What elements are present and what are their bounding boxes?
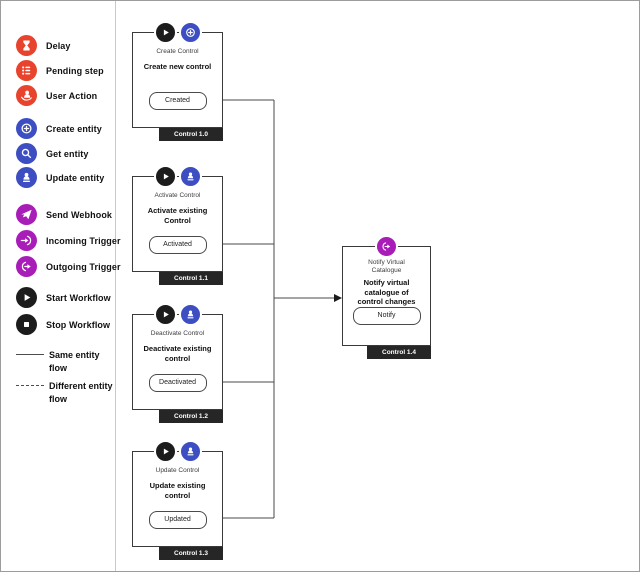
legend-label: Different entity flow: [49, 381, 113, 404]
node-state-button[interactable]: Notify: [352, 307, 421, 325]
node-name: Update Control: [155, 467, 200, 474]
legend-item-user-action: User Action: [16, 85, 97, 106]
legend-item-different-entity-flow: Different entity flow: [16, 380, 113, 406]
send-webhook-icon: [16, 204, 37, 225]
start-workflow-icon: [153, 303, 177, 326]
update-entity-icon: [178, 440, 202, 463]
create-entity-icon: [16, 118, 37, 139]
create-entity-icon: [178, 21, 202, 44]
legend-label: Delay: [46, 40, 71, 51]
start-workflow-icon: [153, 440, 177, 463]
legend-item-get-entity: Get entity: [16, 143, 89, 164]
node-version-tag: Control 1.0: [159, 128, 223, 141]
legend-label: Pending step: [46, 65, 104, 76]
update-entity-icon: [178, 165, 202, 188]
start-workflow-icon: [16, 287, 37, 308]
legend-sidebar: Delay Pending step User Action Create en…: [1, 1, 121, 571]
node-state-button[interactable]: Updated: [148, 511, 207, 529]
node-version-tag: Control 1.3: [159, 547, 223, 560]
outgoing-trigger-icon: [375, 235, 398, 258]
user-action-icon: [16, 85, 37, 106]
legend-label: Start Workflow: [46, 292, 111, 303]
legend-item-delay: Delay: [16, 35, 71, 56]
node-name: Notify Virtual Catalogue: [368, 259, 405, 274]
legend-item-pending-step: Pending step: [16, 60, 104, 81]
workflow-node-create-control[interactable]: Create Control Create new control Create…: [132, 21, 223, 141]
workflow-node-notify-virtual-catalogue[interactable]: Notify Virtual Catalogue Notify virtual …: [342, 235, 431, 359]
node-title: Notify virtual catalogue of control chan…: [357, 278, 416, 306]
node-icons: [133, 303, 222, 326]
outgoing-trigger-icon: [16, 256, 37, 277]
incoming-trigger-icon: [16, 230, 37, 251]
legend-item-incoming-trigger: Incoming Trigger: [16, 230, 121, 251]
legend-item-start-workflow: Start Workflow: [16, 287, 111, 308]
legend-label: Send Webhook: [46, 209, 113, 220]
update-entity-icon: [178, 303, 202, 326]
solid-line-sample: [16, 354, 44, 355]
legend-item-same-entity-flow: Same entity flow: [16, 349, 100, 375]
legend-label: Get entity: [46, 148, 89, 159]
node-version-tag: Control 1.4: [367, 346, 431, 359]
legend-item-create-entity: Create entity: [16, 118, 102, 139]
legend-label: User Action: [46, 90, 98, 101]
node-title: Create new control: [143, 62, 212, 71]
get-entity-icon: [16, 143, 37, 164]
node-version-tag: Control 1.2: [159, 410, 223, 423]
legend-label: Outgoing Trigger: [46, 261, 121, 272]
legend-item-outgoing-trigger: Outgoing Trigger: [16, 256, 121, 277]
legend-label: Update entity: [46, 172, 105, 183]
pending-step-icon: [16, 60, 37, 81]
node-title: Activate existing Control: [147, 206, 208, 225]
legend-label: Incoming Trigger: [46, 235, 121, 246]
node-version-tag: Control 1.1: [159, 272, 223, 285]
node-state-button[interactable]: Deactivated: [148, 374, 207, 392]
node-title: Deactivate existing control: [143, 344, 212, 363]
stop-workflow-icon: [16, 314, 37, 335]
node-state-button[interactable]: Activated: [148, 236, 207, 254]
legend-label: Same entity flow: [49, 350, 100, 373]
start-workflow-icon: [153, 165, 177, 188]
dashed-line-sample: [16, 385, 44, 386]
node-icons: [343, 235, 430, 258]
update-entity-icon: [16, 167, 37, 188]
delay-icon: [16, 35, 37, 56]
workflow-node-activate-control[interactable]: Activate Control Activate existing Contr…: [132, 165, 223, 285]
legend-item-update-entity: Update entity: [16, 167, 104, 188]
legend-label: Stop Workflow: [46, 319, 111, 330]
node-icons: [133, 21, 222, 44]
node-icons: [133, 440, 222, 463]
node-title: Update existing control: [149, 481, 206, 500]
node-name: Activate Control: [154, 192, 201, 199]
start-workflow-icon: [153, 21, 177, 44]
legend-item-send-webhook: Send Webhook: [16, 204, 112, 225]
arrowhead: [334, 294, 342, 302]
node-icons: [133, 165, 222, 188]
node-name: Deactivate Control: [150, 330, 205, 337]
legend-item-stop-workflow: Stop Workflow: [16, 314, 110, 335]
workflow-node-deactivate-control[interactable]: Deactivate Control Deactivate existing c…: [132, 303, 223, 423]
node-name: Create Control: [156, 48, 199, 55]
workflow-node-update-control[interactable]: Update Control Update existing control U…: [132, 440, 223, 560]
node-state-button[interactable]: Created: [148, 92, 207, 110]
legend-label: Create entity: [46, 123, 102, 134]
